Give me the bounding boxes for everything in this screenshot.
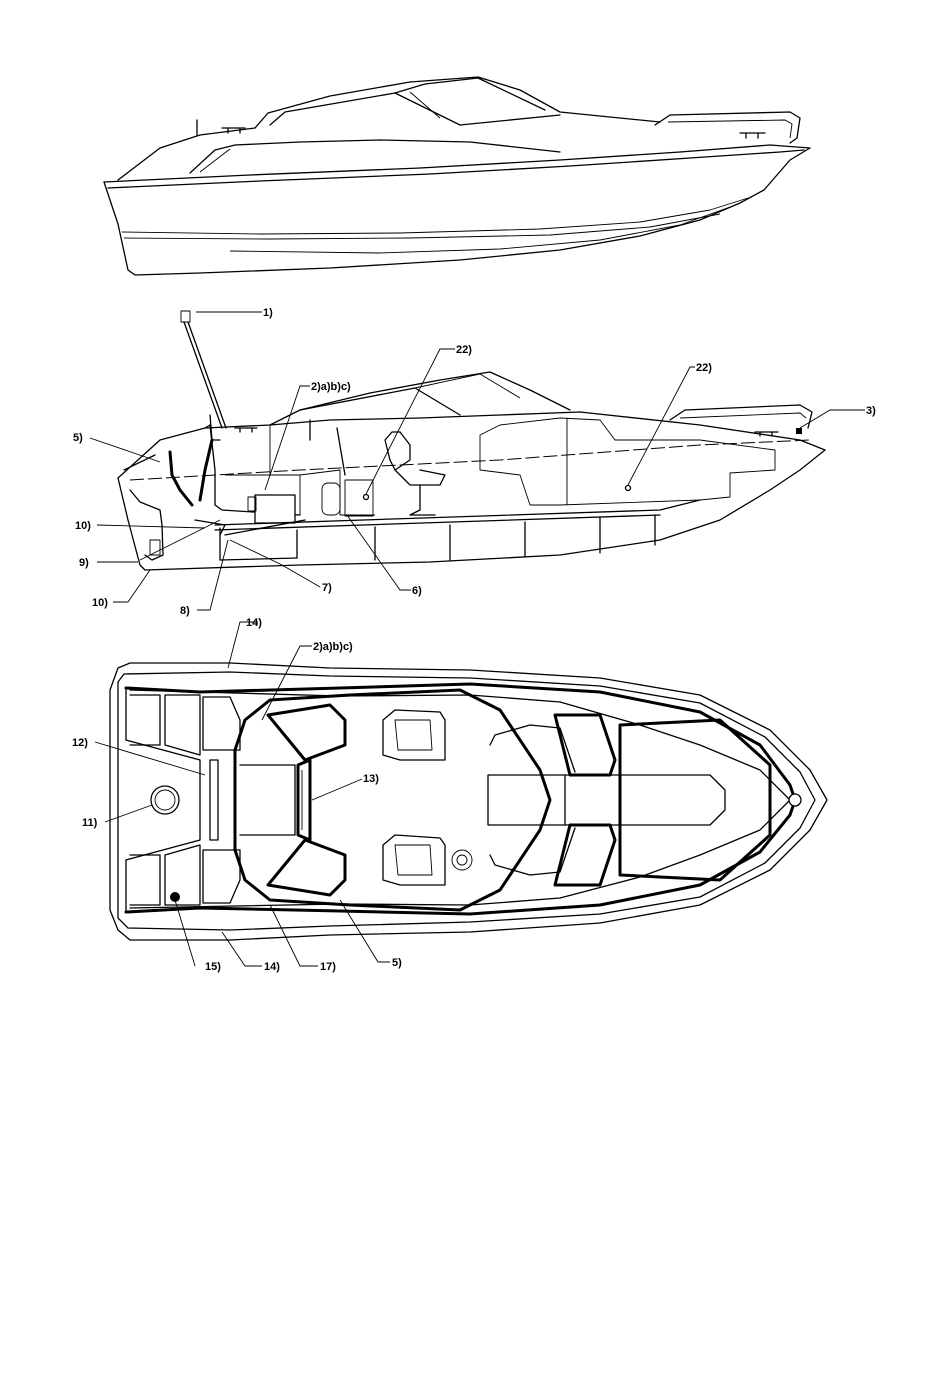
callout-22-cockpit: 22): [456, 344, 472, 356]
callout-8: 8): [180, 605, 190, 617]
callout-10-lower: 10): [92, 597, 108, 609]
callout-6: 6): [412, 585, 422, 597]
callout-14-bottom: 14): [264, 961, 280, 973]
callout-22-cabin: 22): [696, 362, 712, 374]
callout-10-upper: 10): [75, 520, 91, 532]
callout-1: 1): [263, 307, 273, 319]
callout-13: 13): [363, 773, 379, 785]
callout-14-top: 14): [246, 617, 262, 629]
exterior-side-view: [104, 77, 810, 275]
callout-11: 11): [82, 817, 98, 829]
callout-17: 17): [320, 961, 336, 973]
callout-9: 9): [79, 557, 89, 569]
cutaway-profile-view: [90, 311, 865, 610]
callout-5: 5): [73, 432, 83, 444]
callout-12: 12): [72, 737, 88, 749]
callout-2abc: 2)a)b)c): [311, 381, 351, 393]
callout-2abc-plan: 2)a)b)c): [313, 641, 353, 653]
callout-3: 3): [866, 405, 876, 417]
callout-15: 15): [205, 961, 221, 973]
profile-callouts: 1) 2)a)b)c) 22) 22) 3) 5) 10) 9) 10) 8) …: [73, 307, 876, 617]
top-plan-view: [95, 622, 827, 966]
callout-5-plan: 5): [392, 957, 402, 969]
callout-7: 7): [322, 582, 332, 594]
plan-callouts: 14) 2)a)b)c) 12) 13) 11) 15) 14) 17) 5): [72, 617, 402, 973]
